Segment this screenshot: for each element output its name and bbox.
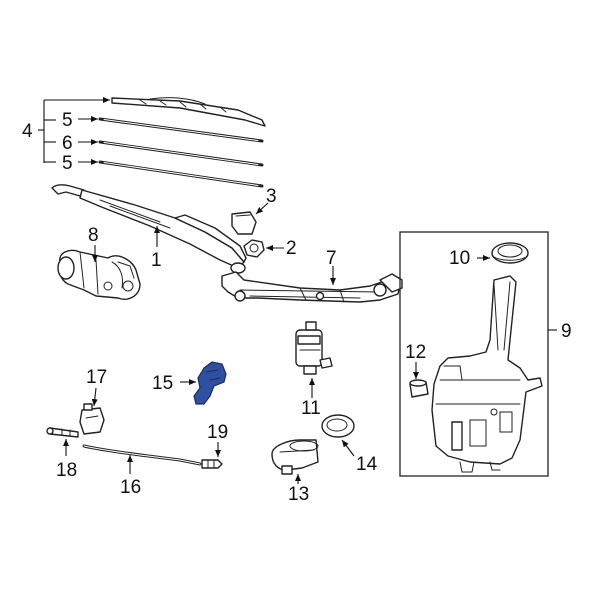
callout-16: 16	[120, 477, 141, 498]
callout-14: 14	[356, 454, 378, 475]
reservoir-group-frame	[399, 231, 549, 477]
washer-hose[interactable]	[82, 444, 202, 466]
hose-connector[interactable]	[46, 427, 79, 438]
hose-fitting[interactable]	[201, 459, 223, 469]
callout-1: 1	[151, 250, 162, 271]
callout-bracket-4	[38, 97, 110, 163]
pump-seal[interactable]	[321, 414, 355, 438]
callout-9: 9	[561, 321, 572, 342]
wiper-motor[interactable]	[57, 249, 141, 300]
rear-washer-pump[interactable]	[271, 439, 319, 475]
wiper-blade-refill-mid[interactable]	[98, 140, 264, 167]
highlighted-part	[193, 361, 227, 405]
callout-2: 2	[286, 238, 297, 259]
reservoir-cap[interactable]	[491, 242, 529, 264]
wiper-blade-assembly[interactable]	[111, 97, 266, 127]
callout-5-lower: 5	[62, 153, 73, 174]
callout-15: 15	[152, 373, 173, 394]
wiper-blade-refill-upper[interactable]	[98, 117, 264, 143]
callout-6: 6	[62, 133, 73, 154]
washer-pump-bracket[interactable]	[193, 361, 227, 405]
callout-5-upper: 5	[62, 110, 73, 131]
wiper-arm-cap[interactable]	[231, 211, 257, 235]
callout-11: 11	[301, 398, 321, 419]
wiper-arm-nut[interactable]	[243, 239, 265, 258]
callout-19: 19	[207, 422, 228, 443]
callout-4: 4	[22, 121, 33, 142]
washer-reservoir[interactable]	[431, 275, 543, 473]
callout-17: 17	[86, 367, 107, 388]
wiper-blade-refill-lower[interactable]	[98, 160, 264, 188]
callout-12: 12	[405, 342, 426, 363]
wiper-linkage[interactable]	[221, 271, 403, 303]
washer-pump[interactable]	[295, 321, 333, 375]
hose-clip[interactable]	[79, 403, 105, 435]
pump-grommet[interactable]	[409, 379, 429, 398]
wiper-arm[interactable]	[51, 183, 247, 274]
callout-3: 3	[266, 186, 277, 207]
callout-10: 10	[449, 248, 470, 269]
callout-8: 8	[88, 225, 99, 246]
callout-7: 7	[326, 248, 337, 269]
callout-13: 13	[288, 484, 309, 505]
callout-18: 18	[56, 460, 77, 481]
